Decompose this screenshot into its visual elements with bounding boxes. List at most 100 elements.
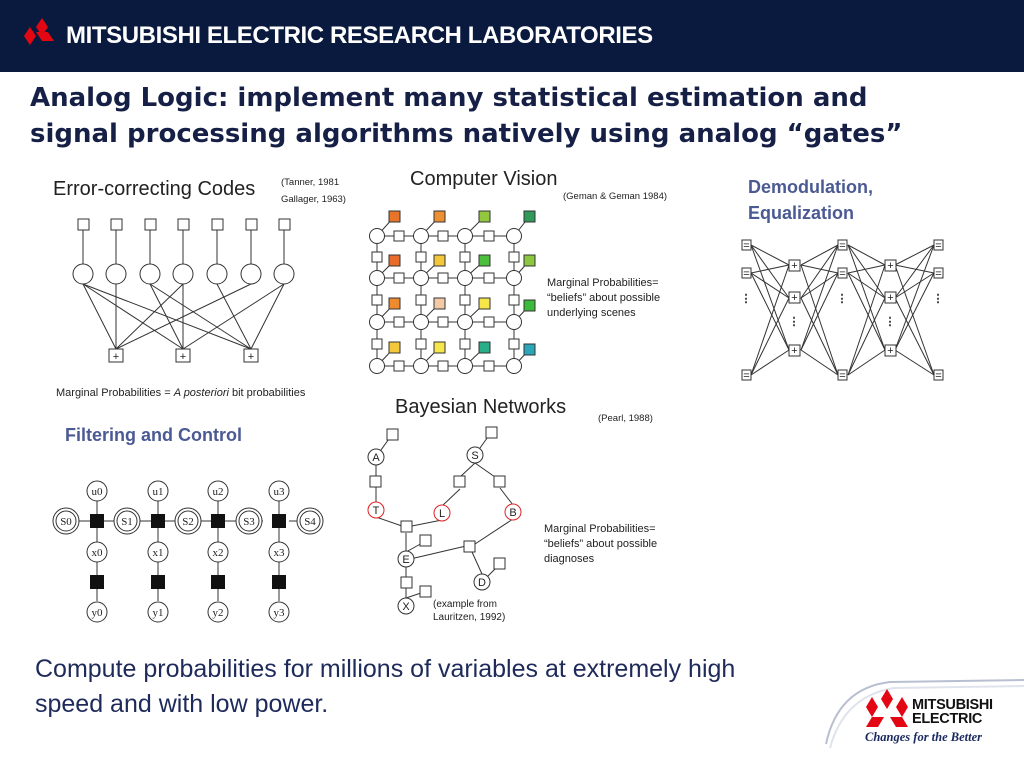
- filtering-y-label-3: y3: [274, 607, 286, 619]
- slide-title-line-1: Analog Logic: implement many statistical…: [30, 83, 868, 113]
- three-diamonds-icon: [866, 689, 908, 727]
- footer-logo-line-1: MITSUBISHI: [912, 697, 993, 713]
- footer-logo-text: MITSUBISHI ELECTRIC: [912, 697, 993, 727]
- bayes-node-e: E: [402, 554, 409, 566]
- filtering-y-label-1: y1: [153, 607, 164, 619]
- demod-plus-symbol-4: +: [887, 260, 893, 272]
- ecc-caption: Marginal Probabilities = A posteriori bi…: [56, 386, 305, 401]
- ecc-citation: (Tanner, 1981 Gallager, 1963): [281, 174, 346, 208]
- demod-plus-symbol-5: +: [887, 292, 893, 304]
- demod-eq-symbol-8: =: [935, 268, 941, 280]
- filtering-x-nodes: x0 x1 x2 x3: [86, 541, 290, 563]
- bayes-factor-squares: [369, 426, 506, 598]
- demod-plus-nodes: + + + + + +: [788, 259, 897, 357]
- ecc-check-symbol-2: +: [180, 351, 186, 363]
- ecc-edges: [82, 230, 285, 350]
- demod-plus-symbol-1: +: [791, 260, 797, 272]
- slide-title-line-2: signal processing algorithms natively us…: [30, 119, 903, 149]
- bayes-node-t: T: [373, 505, 380, 517]
- filtering-x-label-2: x2: [213, 547, 224, 559]
- slide-title: Analog Logic: implement many statistical…: [30, 80, 1010, 152]
- filtering-y-nodes: y0 y1 y2 y3: [86, 601, 290, 623]
- demod-dots-1: ⋮: [741, 293, 752, 305]
- demod-dots-3: ⋮: [837, 293, 848, 305]
- demod-title-line-2: Equalization: [748, 203, 855, 223]
- vision-factor-squares: [371, 230, 520, 372]
- filtering-x-label-0: x0: [92, 547, 104, 559]
- vision-variable-nodes: [369, 228, 522, 374]
- ecc-diagram: + + +: [72, 218, 295, 363]
- demod-eq-symbol-5: =: [839, 268, 845, 280]
- vision-diagram: [369, 210, 536, 374]
- demod-dots-4: ⋮: [885, 316, 896, 328]
- filtering-y-label-2: y2: [213, 607, 224, 619]
- footer-swoosh: [825, 679, 1024, 749]
- filtering-s-label-4: S4: [304, 516, 316, 528]
- demod-plus-symbol-2: +: [791, 292, 797, 304]
- bayes-node-b: B: [509, 507, 516, 519]
- demod-eq-symbol-4: =: [839, 240, 845, 252]
- demod-edges: [750, 244, 935, 376]
- ecc-caption-suffix: bit probabilities: [228, 387, 306, 399]
- demod-dots-2: ⋮: [789, 316, 800, 328]
- bottom-statement: Compute probabilities for millions of va…: [35, 652, 855, 722]
- demod-eq-symbol-3: =: [743, 370, 749, 382]
- bayes-node-s: S: [471, 450, 478, 462]
- bayes-nodes: A S T L B E D X: [367, 446, 522, 615]
- bayes-node-a: A: [372, 452, 380, 464]
- filtering-u-label-1: u1: [153, 486, 164, 498]
- vision-caption: Marginal Probabilities= “beliefs” about …: [547, 276, 660, 321]
- bayes-node-l: L: [439, 508, 445, 520]
- bottom-statement-line-2: speed and with low power.: [35, 690, 329, 718]
- ecc-check-symbol-3: +: [248, 351, 254, 363]
- demod-title-line-1: Demodulation,: [748, 177, 873, 197]
- filtering-x-label-1: x1: [153, 547, 164, 559]
- ecc-caption-italic: A posteriori: [173, 387, 229, 399]
- filtering-state-nodes: S0 S1 S2 S3 S4: [52, 507, 324, 535]
- demod-eq-symbol-2: =: [743, 268, 749, 280]
- ecc-check-nodes: + + +: [108, 348, 259, 363]
- vision-caption-line-2: “beliefs” about possible: [547, 292, 661, 304]
- three-diamonds-icon: [24, 18, 54, 45]
- vision-citation: (Geman & Geman 1984): [563, 191, 668, 202]
- demod-eq-symbol-1: =: [743, 240, 749, 252]
- filtering-s-label-0: S0: [60, 516, 72, 528]
- filtering-factor-squares: [90, 514, 286, 589]
- filtering-s-label-3: S3: [243, 516, 255, 528]
- filtering-diagram: S0 S1 S2 S3 S4 u0 u1 u2 u3: [52, 480, 324, 623]
- ecc-caption-prefix: Marginal Probabilities =: [56, 387, 174, 399]
- bayes-caption: Marginal Probabilities= “beliefs” about …: [544, 522, 657, 567]
- demod-eq-symbol-7: =: [935, 240, 941, 252]
- filtering-x-label-3: x3: [274, 547, 286, 559]
- bayes-node-d: D: [478, 577, 486, 589]
- ecc-title: Error-correcting Codes: [53, 178, 256, 200]
- bayes-citation: (Pearl, 1988): [598, 413, 653, 424]
- vision-caption-line-3: underlying scenes: [547, 307, 636, 319]
- filtering-s-label-2: S2: [182, 516, 194, 528]
- demod-ellipsis: ⋮ ⋮ ⋮ ⋮ ⋮: [741, 293, 944, 328]
- demod-eq-symbol-9: =: [935, 370, 941, 382]
- bayes-example-line-1: (example from: [433, 599, 497, 610]
- filtering-u-label-3: u3: [274, 486, 286, 498]
- demod-dots-5: ⋮: [933, 293, 944, 305]
- bayes-caption-line-1: Marginal Probabilities=: [544, 523, 656, 535]
- footer-logo-line-2: ELECTRIC: [912, 711, 983, 727]
- ecc-citation-line-1: (Tanner, 1981: [281, 177, 340, 188]
- ecc-variable-factors: [77, 218, 291, 231]
- demod-plus-symbol-6: +: [887, 345, 893, 357]
- bayes-title: Bayesian Networks: [395, 396, 567, 418]
- filtering-title: Filtering and Control: [65, 425, 242, 445]
- filtering-u-label-0: u0: [92, 486, 104, 498]
- header-title: MITSUBISHI ELECTRIC RESEARCH LABORATORIE…: [66, 22, 653, 49]
- header-bar: [0, 0, 1024, 72]
- filtering-s-label-1: S1: [121, 516, 133, 528]
- ecc-variable-nodes: [72, 263, 295, 285]
- ecc-citation-line-2: Gallager, 1963): [281, 194, 346, 205]
- vision-caption-line-1: Marginal Probabilities=: [547, 277, 659, 289]
- vision-evidence-squares: [388, 210, 536, 356]
- bayes-example-line-2: Lauritzen, 1992): [433, 612, 506, 623]
- filtering-y-label-0: y0: [92, 607, 104, 619]
- demod-eq-symbol-6: =: [839, 370, 845, 382]
- bayes-example-note: (example from Lauritzen, 1992): [433, 598, 505, 624]
